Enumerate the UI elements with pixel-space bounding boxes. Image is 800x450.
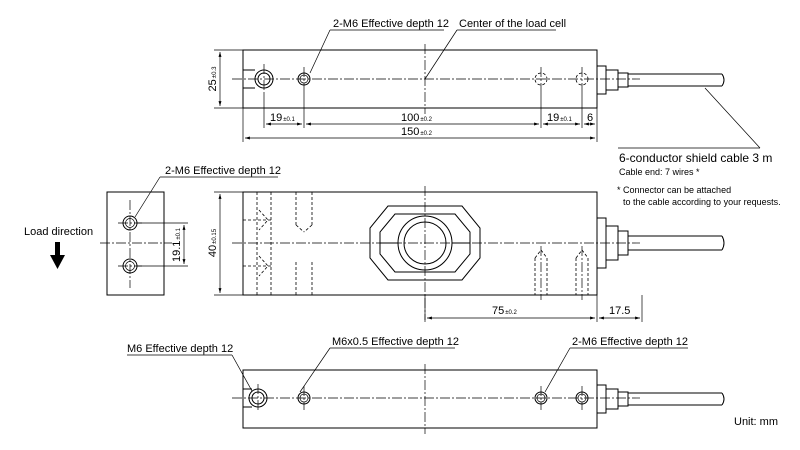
side-tapped-holes-label: 2-M6 Effective depth 12: [165, 165, 281, 177]
dim-17-5: 17.5: [609, 305, 630, 317]
end-view: [50, 176, 278, 296]
dim-6: 6: [587, 112, 593, 124]
dim-40: 40±0.15: [207, 228, 219, 257]
connector-note-line-1: * Connector can be attached: [617, 185, 731, 195]
dim-19-right: 19±0.1: [547, 112, 573, 124]
bottom-2m6-label: 2-M6 Effective depth 12: [572, 336, 688, 348]
cable-label: 6-conductor shield cable 3 m: [619, 151, 772, 165]
dim-150: 150±0.2: [401, 126, 433, 138]
connector-note-line-2: to the cable according to your requests.: [623, 197, 781, 207]
svg-text:19.1±0.1: 19.1±0.1: [171, 227, 183, 262]
load-direction-label: Load direction: [24, 226, 93, 238]
top-view: [214, 29, 761, 149]
dim-19-left: 19±0.1: [270, 112, 296, 124]
bottom-m6x05-label: M6x0.5 Effective depth 12: [332, 336, 459, 348]
dim-100: 100±0.2: [401, 112, 433, 124]
center-load-cell-label: Center of the load cell: [459, 18, 566, 30]
top-tapped-holes-label: 2-M6 Effective depth 12: [333, 18, 449, 30]
front-view: [214, 186, 725, 322]
svg-text:25±0.3: 25±0.3: [207, 66, 219, 92]
unit-label: Unit: mm: [734, 416, 778, 428]
svg-text:40±0.15: 40±0.15: [207, 228, 219, 257]
dim-75: 75±0.2: [492, 305, 518, 317]
dim-19-1: 19.1±0.1: [171, 227, 183, 262]
cable-end-label: Cable end: 7 wires *: [619, 167, 700, 177]
dim-25: 25±0.3: [207, 66, 219, 92]
bottom-m6-label: M6 Effective depth 12: [127, 343, 233, 355]
bottom-view: [127, 347, 725, 434]
